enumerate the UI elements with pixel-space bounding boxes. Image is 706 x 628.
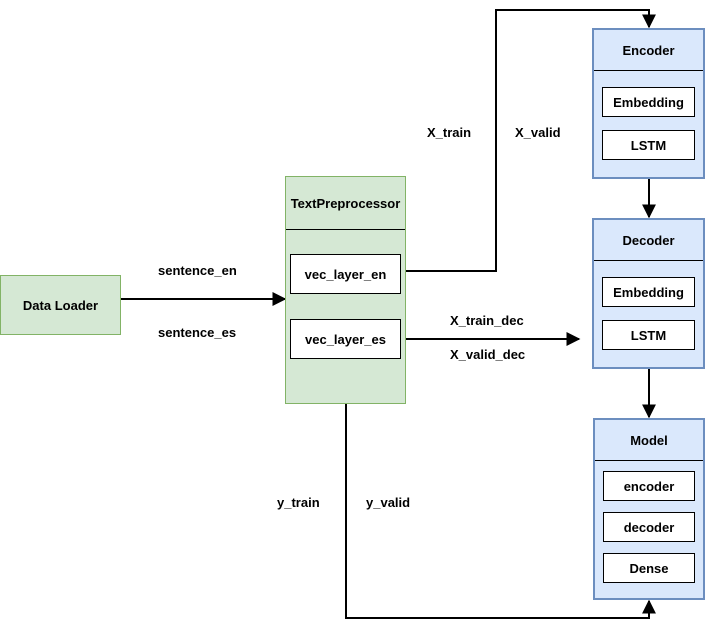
label-sentence-es: sentence_es: [158, 325, 237, 340]
label-x-train-dec: X_train_dec: [450, 313, 524, 328]
text-preprocessor-divider: [286, 229, 405, 230]
model-node: Model encoder decoder Dense: [593, 418, 705, 600]
data-loader-label: Data Loader: [22, 297, 99, 313]
vec-layer-en: vec_layer_en: [290, 254, 401, 294]
label-sentence-en: sentence_en: [158, 263, 237, 278]
model-title: Model: [630, 432, 668, 448]
label-x-valid-dec: X_valid_dec: [450, 347, 526, 362]
label-y-train: y_train: [277, 495, 320, 510]
encoder-divider: [594, 70, 703, 71]
label-x-valid: X_valid: [515, 125, 561, 140]
vec-layer-es: vec_layer_es: [290, 319, 401, 359]
label-x-train: X_train: [427, 125, 472, 140]
encoder-title: Encoder: [622, 42, 675, 58]
model-encoder: encoder: [603, 471, 695, 501]
decoder-lstm: LSTM: [602, 320, 695, 350]
decoder-title: Decoder: [622, 232, 675, 248]
model-divider: [595, 460, 703, 461]
data-loader-node: Data Loader: [0, 275, 121, 335]
decoder-divider: [594, 260, 703, 261]
edge-vec-es-to-model: [345, 356, 656, 619]
label-y-valid: y_valid: [366, 495, 411, 510]
decoder-embedding: Embedding: [602, 277, 695, 307]
encoder-embedding: Embedding: [602, 87, 695, 117]
text-preprocessor-title: TextPreprocessor: [290, 195, 401, 211]
model-decoder: decoder: [603, 512, 695, 542]
model-dense: Dense: [603, 553, 695, 583]
decoder-node: Decoder Embedding LSTM: [592, 218, 705, 369]
text-preprocessor-node: TextPreprocessor vec_layer_en vec_layer_…: [285, 176, 406, 404]
encoder-node: Encoder Embedding LSTM: [592, 28, 705, 179]
edge-vec-en-to-encoder: [402, 9, 656, 272]
encoder-lstm: LSTM: [602, 130, 695, 160]
